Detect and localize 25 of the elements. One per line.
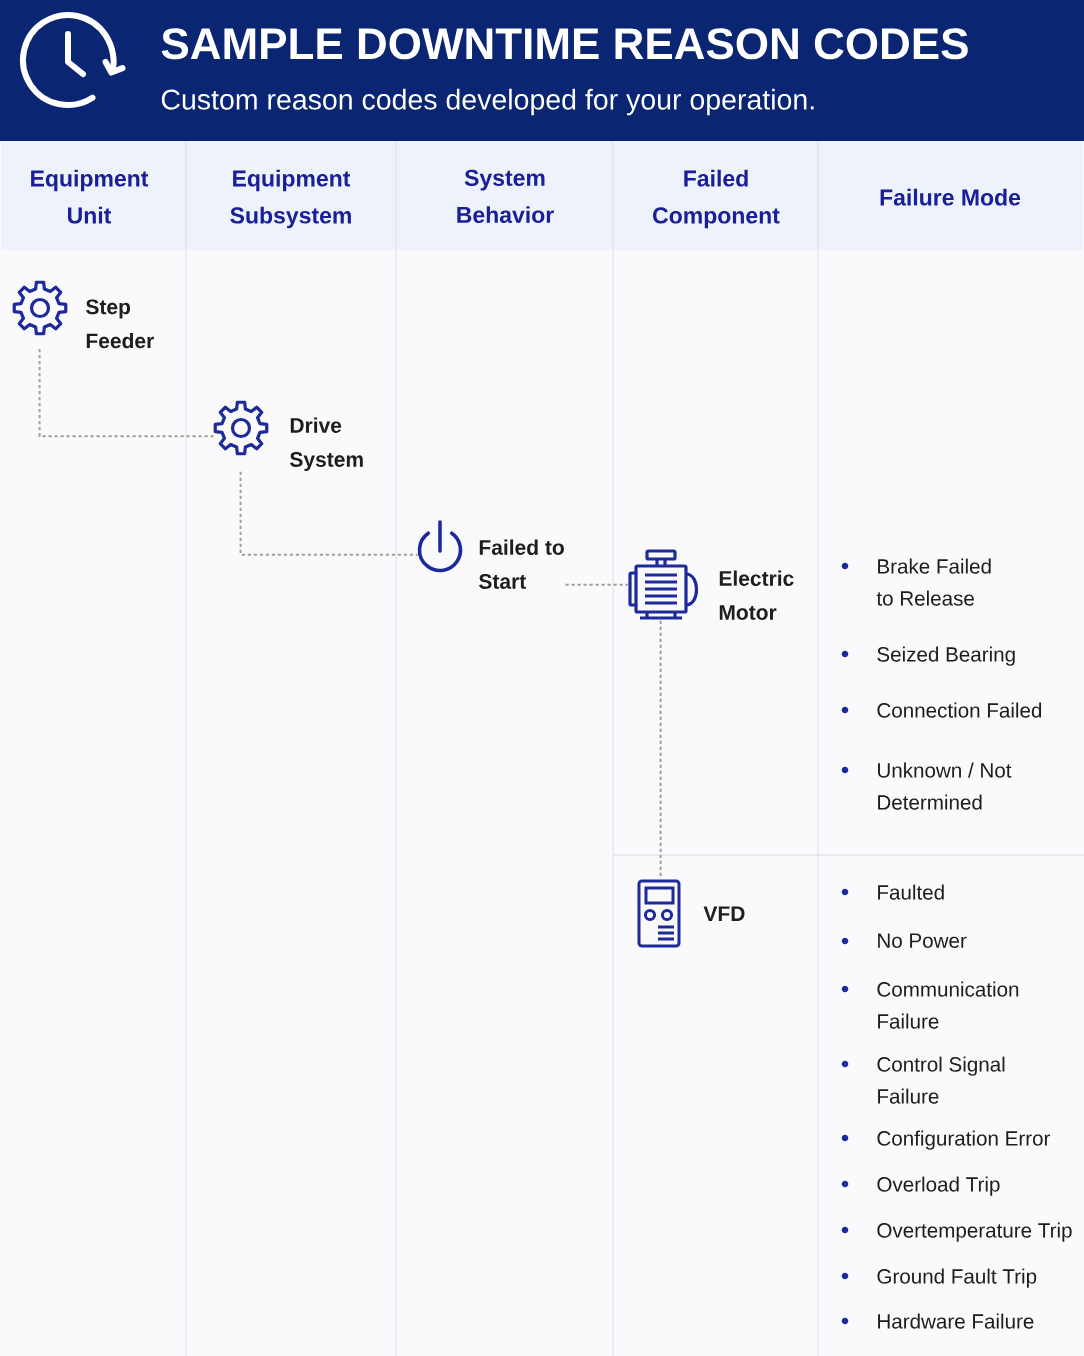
failure-mode-text: Control Signal Failure [877, 1056, 1005, 1104]
failure-mode-text: Communication Failure [877, 981, 1019, 1029]
column-header: Equipment Subsystem [186, 141, 396, 250]
failure-mode-text: Connection Failed [877, 702, 1042, 718]
column-header: System Behavior [396, 141, 613, 250]
node-label: Electric Motor [719, 570, 794, 620]
node-label: Failed to Start [479, 539, 564, 589]
failure-mode-text: Hardware Failure [878, 1313, 1034, 1329]
failure-mode-text: No Power [878, 933, 967, 948]
failure-mode-text: Unknown / Not Determined [878, 762, 1012, 810]
node-label: Step Feeder [86, 299, 154, 349]
failure-mode-text: Ground Fault Trip [877, 1268, 1037, 1288]
column-header: Failed Component [613, 141, 818, 250]
title: SAMPLE DOWNTIME REASON CODES [161, 28, 968, 60]
failure-mode-text: Faulted [878, 884, 944, 900]
subtitle: Custom reason codes developed for your operation. [161, 88, 814, 116]
node-label: Drive System [290, 417, 363, 472]
failure-mode-text: Seized Bearing [877, 646, 1015, 666]
failure-mode-text: Overload Trip [877, 1176, 1000, 1196]
column-header: Failure Mode [818, 141, 1084, 250]
failure-mode-text: Brake Failed to Release [876, 558, 991, 606]
node-label: VFD [703, 906, 745, 921]
failure-mode-text: Configuration Error [877, 1130, 1051, 1150]
failure-mode-text: Overtemperature Trip [877, 1222, 1072, 1242]
column-header: Equipment Unit [0, 141, 186, 250]
